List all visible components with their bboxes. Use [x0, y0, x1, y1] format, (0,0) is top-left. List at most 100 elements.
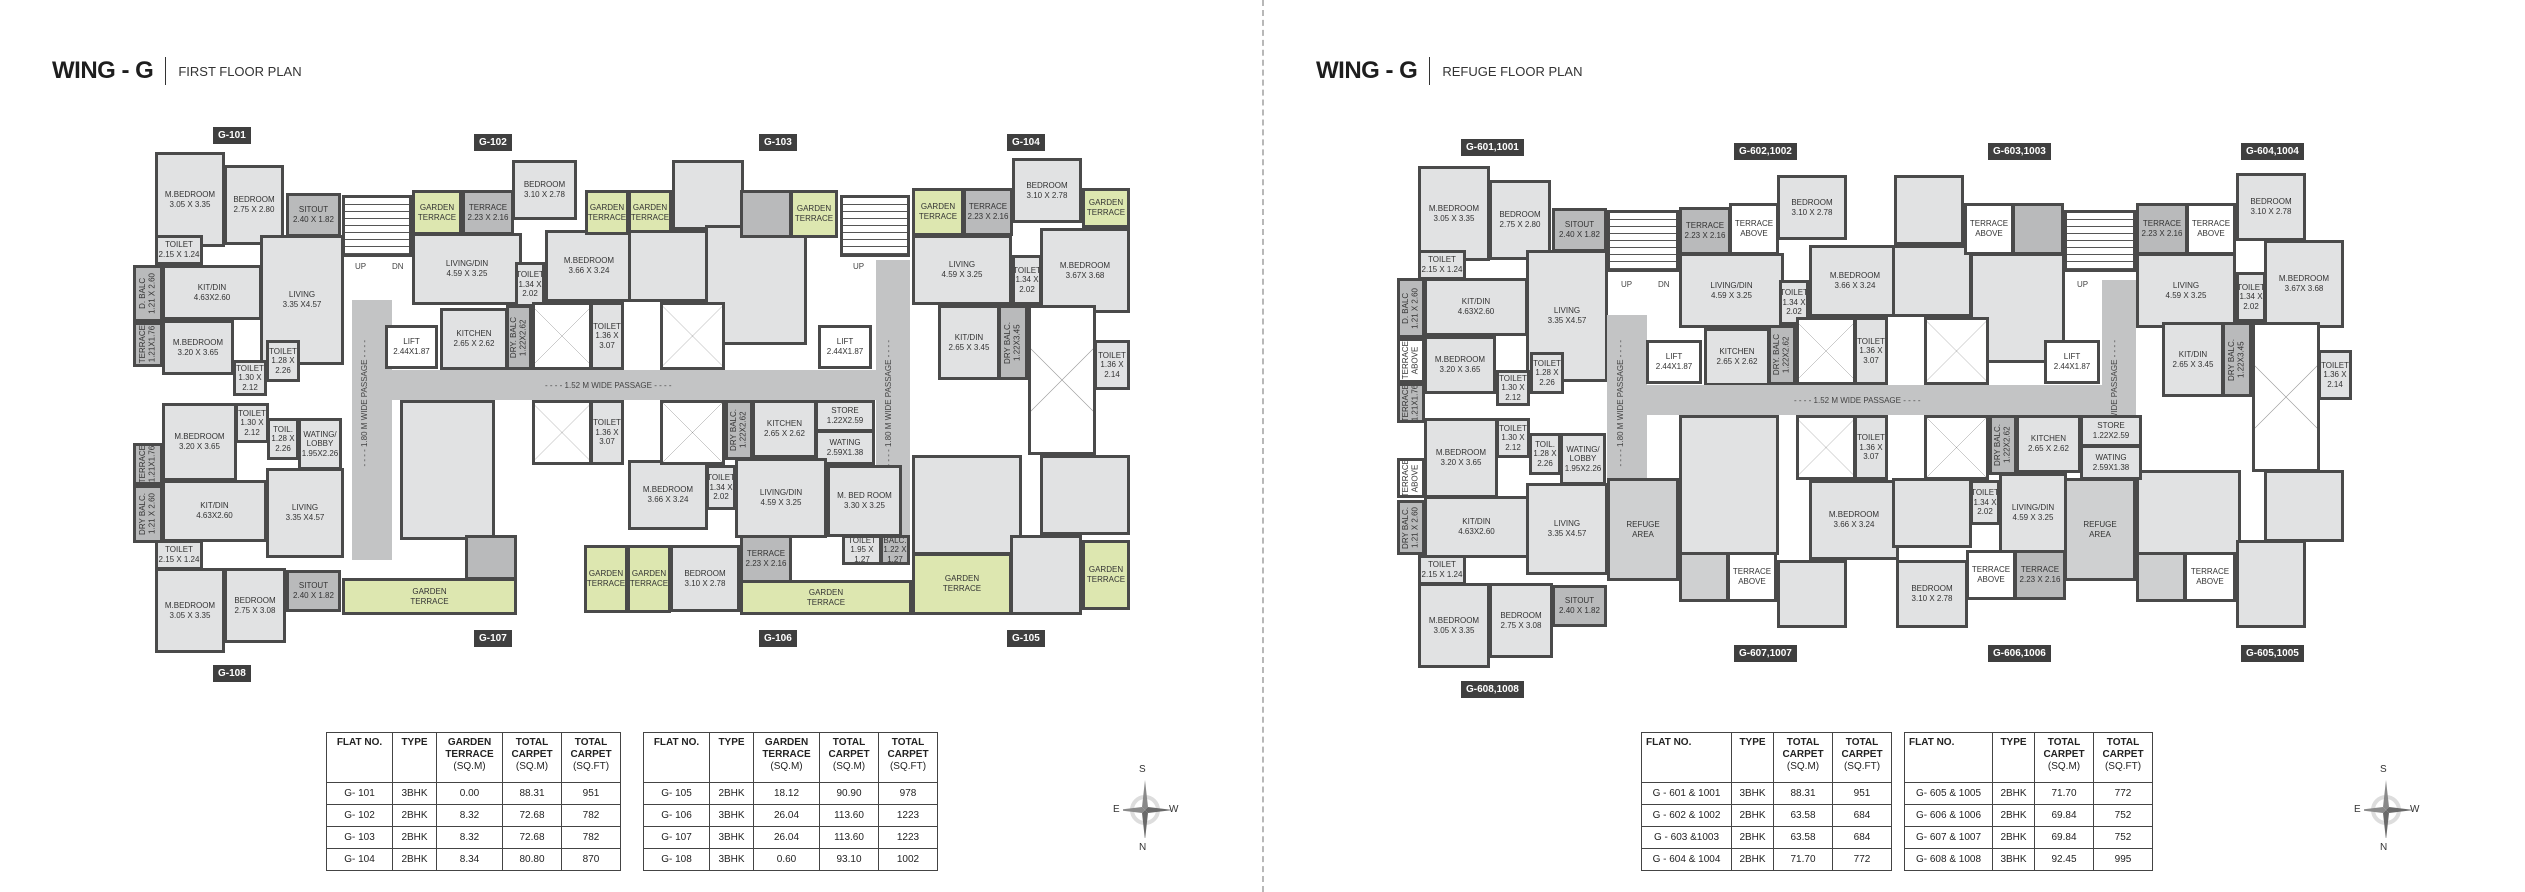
- room-g104-toilet-2: TOILET 1.36 X 2.14: [1094, 340, 1130, 390]
- compass-north-label: N: [1139, 842, 1147, 853]
- room-g606-dry-balc: DRY BALC. 1.22X2.62: [1989, 415, 2017, 475]
- page-title: WING - G REFUGE FLOOR PLAN: [1316, 57, 1582, 85]
- flat-tag-g103[interactable]: G-103: [759, 134, 797, 151]
- flat-tag-g108[interactable]: G-108: [213, 665, 251, 682]
- room-g602-dry-balc: DRY. BALC 1.22X2.62: [1768, 325, 1796, 385]
- flat-tag-g608-1008[interactable]: G-608,1008: [1461, 681, 1524, 698]
- room-g107-living: [400, 400, 495, 540]
- compass-west-label: W: [2410, 804, 2420, 815]
- room-g603-bedroom: [1892, 245, 1972, 317]
- room-g105-bedroom: [1010, 535, 1082, 615]
- flat-tag-g102[interactable]: G-102: [474, 134, 512, 151]
- room-g104-master-bedroom: M.BEDROOM 3.67X 3.68: [1040, 228, 1130, 313]
- room-g608-master-bedroom-2: M.BEDROOM 3.20 X 3.65: [1424, 418, 1498, 498]
- col-carpet-sqm: TOTAL CARPET(SQ.M): [819, 732, 879, 783]
- room-g104-living: LIVING 4.59 X 3.25: [912, 235, 1012, 305]
- room-g606-terrace: TERRACE 2.23 X 2.16: [2014, 550, 2066, 600]
- stair-down-label: DN: [392, 262, 404, 271]
- flat-tag-g105[interactable]: G-105: [1007, 630, 1045, 647]
- room-g104-garden-terrace-1: GARDEN TERRACE: [912, 188, 964, 236]
- room-g608-waiting-lobby: WATING/ LOBBY 1.95X2.26: [1560, 433, 1606, 485]
- passage-label-v1: - - - - 1.80 M WIDE PASSAGE - - - -: [360, 340, 369, 467]
- room-g101-sitout: SITOUT 2.40 X 1.82: [286, 193, 341, 237]
- room-g608-toilet-1: TOILET 1.30 X 2.12: [1496, 370, 1530, 406]
- room-g604-master-bedroom: M.BEDROOM 3.67X 3.68: [2264, 240, 2344, 328]
- garden-terrace-3: GARDEN TERRACE: [790, 190, 838, 238]
- flat-tag-g603-1003[interactable]: G-603,1003: [1988, 143, 2051, 160]
- passage-vertical-1: [1607, 315, 1647, 485]
- room-g604-kitchen-dining: KIT/DIN 2.65 X 3.45: [2162, 322, 2224, 397]
- room-g603-terrace-above: TERRACE ABOVE: [1964, 203, 2014, 255]
- shaft-2: [1924, 317, 1989, 385]
- wing-title: WING - G: [1316, 57, 1418, 84]
- compass-south-label: S: [1139, 764, 1146, 775]
- flat-tag-g607-1007[interactable]: G-607,1007: [1734, 645, 1797, 662]
- staircase-2: [840, 195, 910, 257]
- col-carpet-sqm: TOTAL CARPET(SQ.M): [502, 732, 562, 783]
- stair-up-label-2: UP: [853, 262, 865, 271]
- flat-tag-g101[interactable]: G-101: [213, 127, 251, 144]
- col-carpet-sqft: TOTAL CARPET(SQ.FT): [878, 732, 938, 783]
- room-g608-toilet-2: TOILET 1.30 X 2.12: [1496, 418, 1530, 458]
- compass-east-label: E: [2354, 804, 2361, 815]
- compass-north-label: N: [2380, 842, 2388, 853]
- plan-subtitle: REFUGE FLOOR PLAN: [1442, 63, 1583, 79]
- room-g102-toilet: TOILET 1.34 X 2.02: [515, 262, 545, 307]
- room-g608-dry-balc: DRY BALC. 1.21 X 2.60: [1397, 500, 1425, 555]
- room-g608-master-bedroom-1: M.BEDROOM 3.20 X 3.65: [1424, 336, 1496, 394]
- room-g607-bedroom: [1777, 560, 1847, 628]
- col-flat-no: FLAT NO.: [1904, 732, 1993, 783]
- flat-tag-g605-1005[interactable]: G-605,1005: [2241, 645, 2304, 662]
- room-g102-terrace: TERRACE 2.23 X 2.16: [462, 190, 514, 235]
- room-g608-sitout: SITOUT 2.40 X 1.82: [1552, 585, 1607, 627]
- room-g601-bedroom: BEDROOM 2.75 X 2.80: [1489, 180, 1551, 260]
- first-floor-panel: WING - G FIRST FLOOR PLAN G-101 G-102 G-…: [0, 0, 1262, 892]
- room-g102-bedroom: BEDROOM 3.10 X 2.78: [512, 160, 577, 220]
- room-g103-bedroom: [628, 230, 708, 302]
- garden-terrace-1: GARDEN TERRACE: [585, 190, 629, 235]
- room-g608-master-bedroom-3: M.BEDROOM 3.05 X 3.35: [1418, 583, 1490, 668]
- flat-tag-g106[interactable]: G-106: [759, 630, 797, 647]
- room-g108-waiting-lobby: WATING/ LOBBY 1.95X2.26: [298, 418, 342, 470]
- room-g101-bedroom: BEDROOM 2.75 X 2.80: [224, 165, 284, 245]
- col-type: TYPE: [1731, 732, 1774, 783]
- room-g602-living-dining: LIVING/DIN 4.59 X 3.25: [1679, 253, 1784, 328]
- flat-tag-g104[interactable]: G-104: [1007, 134, 1045, 151]
- room-g102-dry-balc: DRY. BALC 1.22X2.62: [506, 305, 532, 370]
- room-g108-dry-balc: DRY BALC. 1.21 X 2.60: [133, 485, 163, 543]
- room-g103-master-bedroom: [672, 160, 744, 230]
- shaft-5: [1924, 415, 1989, 480]
- flat-tag-g601-1001[interactable]: G-601,1001: [1461, 139, 1524, 156]
- plan-subtitle: FIRST FLOOR PLAN: [178, 63, 302, 79]
- title-separator: [165, 57, 167, 85]
- stair-up-label: UP: [1621, 280, 1633, 289]
- room-g607-terrace-above: TERRACE ABOVE: [1727, 552, 1777, 602]
- room-g606-master-bedroom: [1892, 478, 1972, 548]
- room-g601-toilet: TOILET 2.15 X 1.24: [1418, 250, 1466, 280]
- room-g101-d-balc: D. BALC 1.21 X 2.60: [133, 265, 163, 322]
- room-g108-toilet-1: TOILET 1.30 X 2.12: [233, 360, 267, 396]
- shaft-2: [660, 302, 725, 370]
- room-g606-toilet: TOILET 1.34 X 2.02: [1970, 480, 2000, 525]
- refuge-floor-panel: WING - G REFUGE FLOOR PLAN G-601,1001 G-…: [1264, 0, 2525, 892]
- col-type: TYPE: [1992, 732, 2035, 783]
- passage-horizontal: [1647, 385, 2104, 415]
- flat-tag-g602-1002[interactable]: G-602,1002: [1734, 143, 1797, 160]
- room-g106-master-bedroom: M. BED ROOM 3.30 X 3.25: [827, 465, 902, 537]
- room-g106-balc: BALC. 1.22 X 1.27: [880, 535, 910, 565]
- col-garden-terrace: GARDEN TERRACE(SQ.M): [753, 732, 820, 783]
- passage-label-v1: - - - - 1.80 M WIDE PASSAGE - - - -: [1616, 340, 1625, 467]
- flat-tag-g107[interactable]: G-107: [474, 630, 512, 647]
- flat-tag-g604-1004[interactable]: G-604,1004: [2241, 143, 2304, 160]
- col-type: TYPE: [392, 732, 437, 783]
- room-g101-toilet-2: TOILET 1.28 X 2.26: [266, 340, 300, 382]
- refuge-area-1: REFUGE AREA: [1607, 478, 1679, 581]
- room-g601-master-bedroom: M.BEDROOM 3.05 X 3.35: [1418, 166, 1490, 261]
- room-g604-terrace-above: TERRACE ABOVE: [2186, 203, 2236, 255]
- flat-tag-g606-1006[interactable]: G-606,1006: [1988, 645, 2051, 662]
